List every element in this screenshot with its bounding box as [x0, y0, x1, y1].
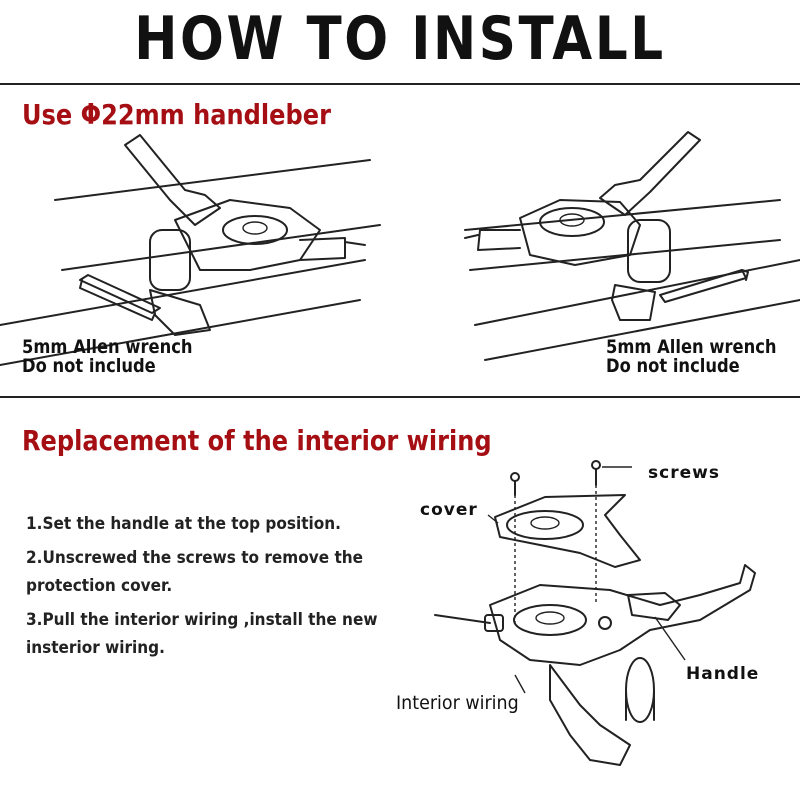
step-1-line1: 1.Set the handle at the top position.	[26, 514, 341, 534]
instruction-steps: 1.Set the handle at the top position. 2.…	[26, 510, 377, 668]
middle-divider	[0, 396, 800, 398]
left-handlebar	[0, 159, 381, 366]
exploded-shifter-diagram	[434, 460, 756, 766]
lower-paddle	[549, 664, 631, 766]
step-3-line1: 3.Pull the interior wiring ,install the …	[26, 610, 378, 630]
right-wrench-note: 5mm Allen wrench Do not include	[606, 338, 777, 376]
handlebar-heading: Use Φ22mm handleber	[22, 98, 331, 131]
shifter-base	[489, 564, 756, 666]
handle-label: Handle	[686, 664, 760, 684]
protection-cover	[494, 494, 641, 568]
interior-wiring-label: Interior wiring	[396, 692, 519, 714]
step-2: 2.Unscrewed the screws to remove the pro…	[26, 544, 377, 600]
page-title: HOW TO INSTALL	[134, 4, 666, 74]
step-2-line2: protection cover.	[26, 576, 173, 596]
wiring-heading: Replacement of the interior wiring	[22, 424, 492, 457]
step-2-line1: 2.Unscrewed the screws to remove the	[26, 548, 364, 568]
cable	[434, 614, 491, 624]
right-shifter	[464, 131, 701, 321]
left-wrench-note: 5mm Allen wrench Do not include	[22, 338, 193, 376]
handlebar-mount-illustration	[0, 131, 800, 366]
screws-label: screws	[648, 463, 720, 483]
step-1: 1.Set the handle at the top position.	[26, 510, 377, 538]
cover-pointer	[487, 514, 499, 524]
handlebar-clamp	[625, 657, 655, 723]
step-3: 3.Pull the interior wiring ,install the …	[26, 606, 377, 662]
wiring-pointer	[514, 674, 526, 694]
handle-pointer	[654, 616, 686, 661]
left-wrench-note-line2: Do not include	[22, 355, 156, 377]
step-3-line2: insterior wiring.	[26, 638, 165, 658]
cover-label: cover	[420, 500, 478, 520]
right-wrench-note-line2: Do not include	[606, 355, 740, 377]
cable-barrel	[484, 614, 504, 632]
screw-right	[591, 460, 601, 486]
top-divider	[0, 83, 800, 85]
left-wrench-note-line1: 5mm Allen wrench	[22, 336, 193, 358]
grey-handle	[627, 592, 681, 621]
left-allen-wrench	[79, 274, 161, 321]
screw-left	[510, 472, 520, 496]
right-wrench-note-line1: 5mm Allen wrench	[606, 336, 777, 358]
right-allen-wrench	[659, 269, 749, 303]
